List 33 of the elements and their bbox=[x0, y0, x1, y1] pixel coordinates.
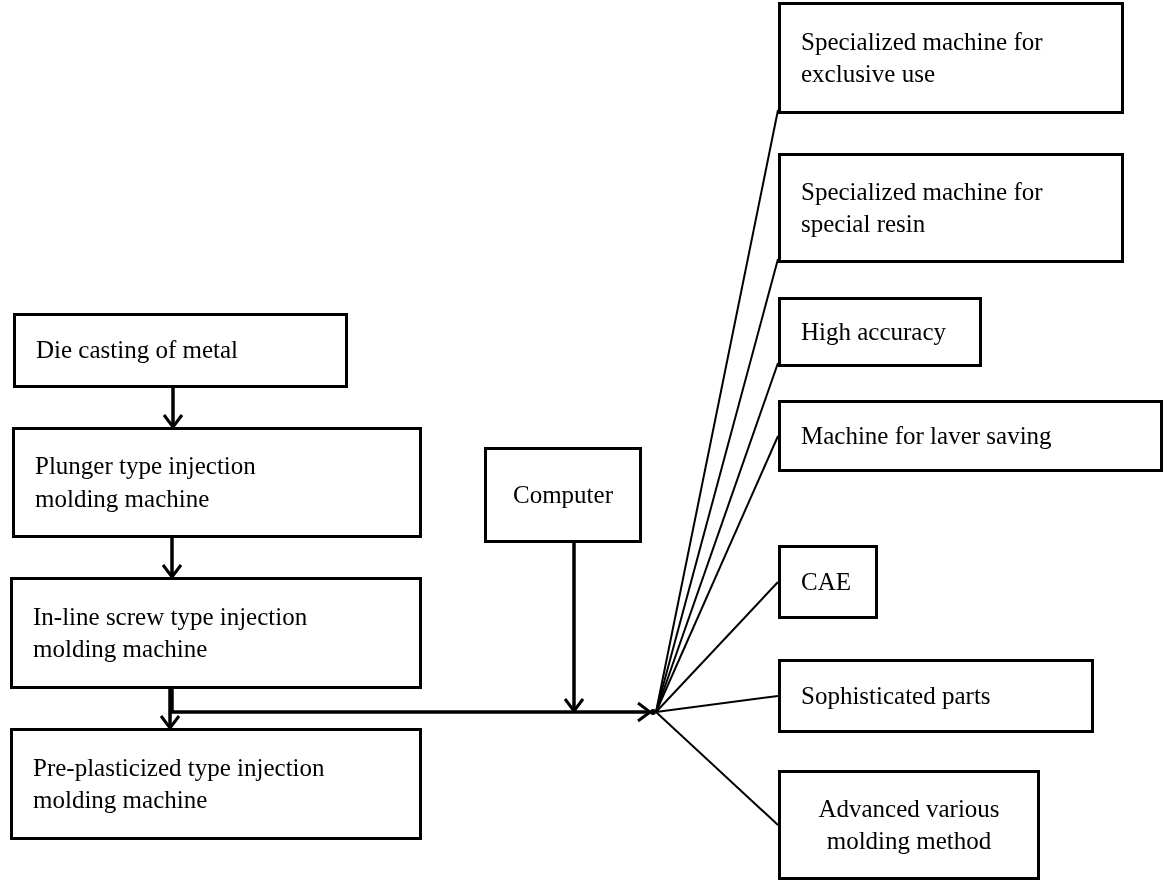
connector-line bbox=[655, 581, 779, 713]
process-box bbox=[778, 659, 1094, 733]
box-label: Plunger type injection molding machine bbox=[35, 451, 257, 514]
arrow bbox=[170, 689, 652, 723]
arrow bbox=[161, 538, 183, 579]
junction-dot bbox=[650, 709, 656, 715]
arrow bbox=[162, 388, 184, 429]
process-box bbox=[778, 545, 878, 619]
box-label: Specialized machine for special resin bbox=[801, 176, 1044, 239]
box-label: CAE bbox=[801, 566, 851, 597]
arrow bbox=[159, 689, 181, 730]
process-box bbox=[778, 297, 982, 367]
connector-line bbox=[655, 711, 779, 826]
box-label: Advanced various molding method bbox=[817, 793, 1001, 856]
process-box bbox=[10, 577, 422, 689]
box-label: Computer bbox=[513, 479, 613, 510]
box-label: Pre-plasticized type injection molding machine bbox=[33, 752, 326, 815]
process-box bbox=[484, 447, 642, 543]
process-box bbox=[778, 2, 1124, 114]
box-label: Machine for laver saving bbox=[801, 420, 1052, 451]
box-label: Specialized machine for exclusive use bbox=[801, 26, 1044, 89]
box-label: Sophisticated parts bbox=[801, 680, 991, 711]
process-box bbox=[12, 427, 422, 538]
process-box bbox=[10, 728, 422, 840]
process-box bbox=[778, 153, 1124, 263]
connector-line bbox=[655, 695, 779, 713]
process-box bbox=[778, 770, 1040, 880]
process-box bbox=[778, 400, 1163, 472]
arrow bbox=[563, 543, 585, 713]
box-label: In-line screw type injection molding machine bbox=[33, 601, 309, 664]
box-label: High accuracy bbox=[801, 316, 947, 347]
box-label: Die casting of metal bbox=[36, 335, 238, 366]
process-box bbox=[13, 313, 348, 388]
